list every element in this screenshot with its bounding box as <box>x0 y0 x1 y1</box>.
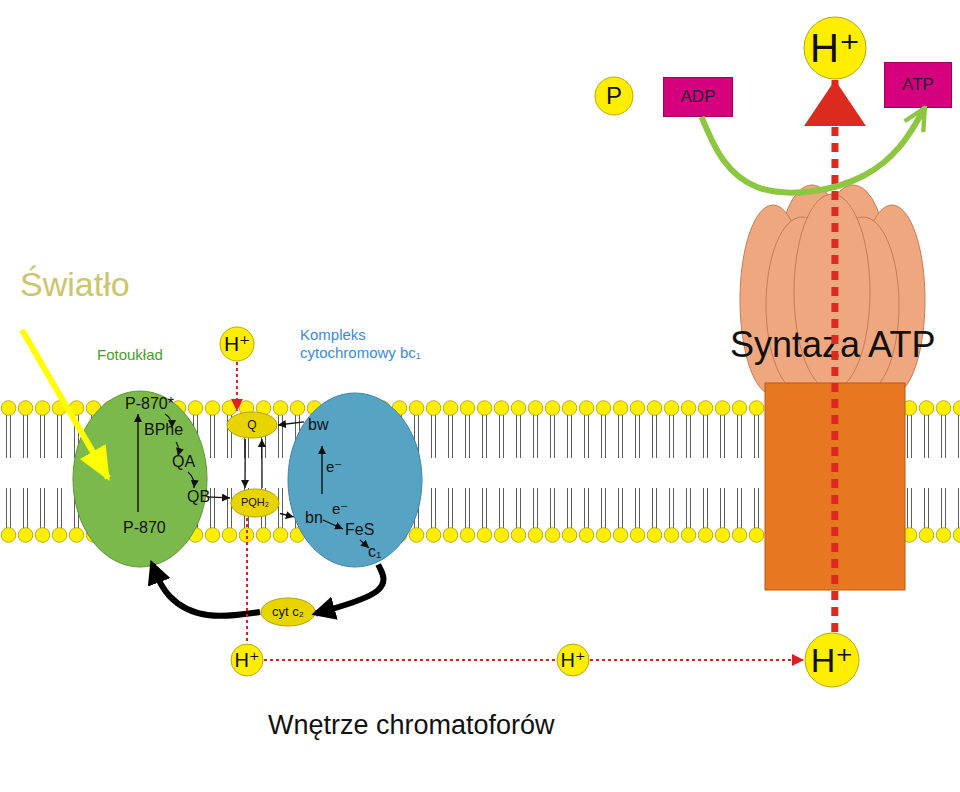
electron-return-arrow <box>152 564 260 615</box>
proton-circle-shape <box>557 644 589 676</box>
cytochrome-complex-shape <box>288 393 422 567</box>
proton-flow-line <box>236 362 238 411</box>
proton-circle-text: H⁺ <box>556 643 590 677</box>
cytochrome-complex-text: FeS <box>345 520 374 539</box>
cytochrome-complex-text: e⁻ <box>332 500 348 518</box>
electron-return-arrow <box>316 564 383 613</box>
cytochrome-c2-ellipse-text: cyt c₂ <box>260 597 316 627</box>
fo-subunit <box>765 383 905 590</box>
proton-circle-text: H⁺ <box>219 326 255 362</box>
cytochrome-complex-text: Kompleks cytochromowy bc₁ <box>300 326 440 362</box>
compartment-label: Wnętrze chromatoforów <box>268 709 555 741</box>
atp-synthase-outline <box>740 180 925 590</box>
adp-box: ADP <box>663 77 733 117</box>
phosphate-circle: P <box>594 76 634 116</box>
proton-channel-arrow <box>831 80 838 632</box>
cytochrome-complex: Kompleks cytochromowy bc₁bwe⁻e⁻bnFeSc₁ <box>287 392 423 568</box>
electron-arrow <box>360 540 369 548</box>
proton-circle: H⁺ <box>556 643 590 677</box>
proton-circle-text: H⁺ <box>804 632 860 688</box>
photosystem-text: QB <box>187 487 210 506</box>
light-arrow <box>22 330 108 478</box>
quinone-ellipse-text: Q <box>226 411 278 439</box>
atp-synthase-text: Syntaza ATP <box>730 323 935 366</box>
adp-box-shape <box>664 78 733 117</box>
photosystem-text: BPhe <box>144 420 183 439</box>
atp-box-text: ATP <box>884 62 952 108</box>
atp-box-shape <box>885 63 952 108</box>
electron-arrow <box>188 472 194 488</box>
photosystem: FotoukładP-870*BPheQAQBP-870 <box>72 390 208 568</box>
proton-circle-text: H⁺ <box>230 643 264 677</box>
adp-box-text: ADP <box>663 77 733 117</box>
atp-box: ATP <box>884 62 952 108</box>
cytochrome-complex-text: e⁻ <box>326 458 342 476</box>
cytochrome-c2-ellipse-shape <box>261 598 315 626</box>
proton-flow-line <box>246 518 248 643</box>
photosystem-text: Fotoukład <box>97 346 163 364</box>
proton-circle: H⁺ <box>230 643 264 677</box>
electron-transfer-arrow <box>261 439 262 488</box>
quinol-ellipse-text: PQH₂ <box>230 488 280 518</box>
proton-circle: H⁺ <box>219 326 255 362</box>
electron-arrow <box>321 446 322 494</box>
proton-flow-line <box>590 659 804 661</box>
cytochrome-complex-text: bn <box>305 508 323 527</box>
cytochrome-complex-text: c₁ <box>368 542 381 561</box>
quinol-ellipse: PQH₂ <box>230 488 280 518</box>
cytochrome-complex-text: bw <box>308 415 328 434</box>
quinone-ellipse: Q <box>226 411 278 439</box>
electron-arrow <box>176 442 179 456</box>
electron-arrow <box>165 414 172 428</box>
electron-transfer-arrow <box>244 439 246 488</box>
photosystem-text: QA <box>172 452 195 471</box>
phosphate-circle-text: P <box>594 76 634 116</box>
proton-circle: H⁺ <box>803 16 867 80</box>
phosphate-circle-shape <box>595 77 633 115</box>
proton-circle-text: H⁺ <box>803 16 867 80</box>
cytochrome-complex-outline <box>287 392 423 568</box>
photosystem-text: P-870 <box>123 518 166 537</box>
electron-arrow <box>323 520 343 529</box>
light-label: Światło <box>20 264 130 305</box>
excitation-arrow <box>137 414 138 512</box>
atp-synthase: Syntaza ATP <box>740 180 925 590</box>
quinone-ellipse-shape <box>227 412 277 438</box>
quinol-ellipse-shape <box>231 489 279 517</box>
electron-transfer-arrow <box>278 422 304 425</box>
cytochrome-c2-ellipse: cyt c₂ <box>260 597 316 627</box>
proton-circle-shape <box>220 327 254 361</box>
proton-flow-line <box>264 659 556 661</box>
photosystem-text: P-870* <box>125 394 174 413</box>
proton-circle-shape <box>231 644 263 676</box>
proton-circle-shape <box>804 17 866 79</box>
proton-circle-shape <box>805 633 859 687</box>
electron-transfer-arrow <box>207 497 230 498</box>
proton-circle: H⁺ <box>804 632 860 688</box>
phosphorylation-arrow <box>702 108 925 193</box>
photosystem-outline <box>72 390 208 568</box>
electron-transfer-arrow <box>280 514 294 517</box>
photosystem-shape <box>73 391 207 567</box>
